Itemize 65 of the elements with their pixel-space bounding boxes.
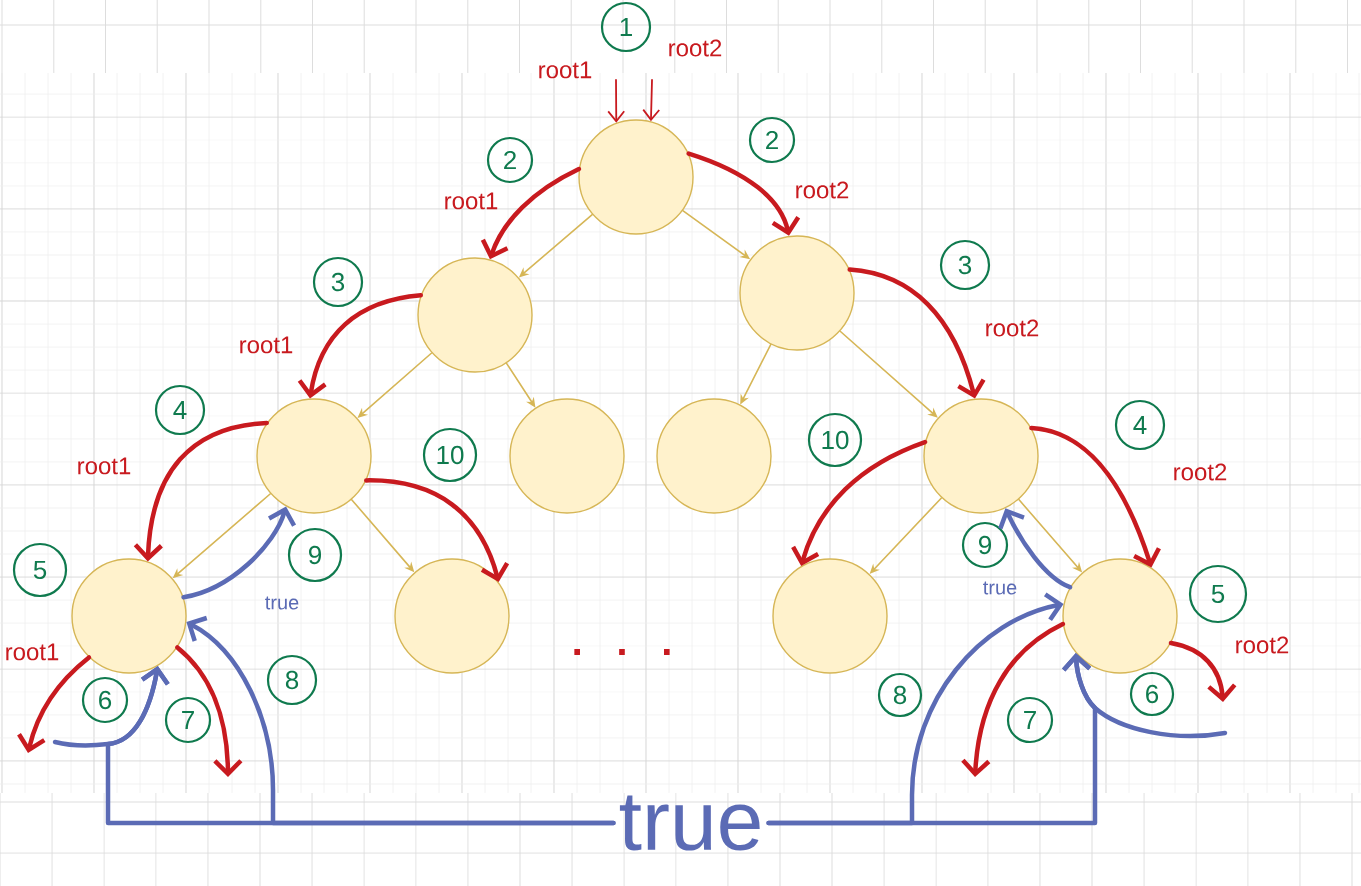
bracket-arrow [766, 592, 1064, 826]
edge-label: root2 [669, 39, 722, 57]
edge-label: root1 [240, 336, 293, 354]
edge-label: true [983, 581, 1017, 595]
step-number: 7 [164, 696, 212, 744]
curved-arrow [847, 267, 986, 399]
result-label: true [619, 795, 760, 851]
arrow [839, 330, 938, 418]
step-number: 6 [81, 676, 129, 724]
curved-arrow [1062, 653, 1228, 739]
edge-label: true [265, 596, 299, 610]
curved-arrow [364, 478, 510, 583]
step-number: 2 [486, 136, 534, 184]
step-number: 4 [1114, 399, 1166, 451]
curved-arrow [998, 508, 1073, 590]
step-number: 1 [600, 1, 652, 53]
edge-label: root1 [78, 457, 131, 475]
curved-arrow [297, 293, 424, 399]
step-number: 2 [748, 116, 796, 164]
edge-label: root1 [6, 643, 59, 661]
step-number: 8 [266, 654, 318, 706]
tree-node-circle [772, 558, 888, 674]
edge-label: root1 [445, 192, 498, 210]
arrow [607, 79, 626, 123]
step-number: 8 [877, 672, 923, 718]
edge-label: root2 [986, 319, 1039, 337]
tree-node-circle [417, 257, 533, 373]
tree-node-circle [256, 398, 372, 514]
edge-label: root2 [1174, 463, 1227, 481]
step-number: 10 [422, 427, 478, 483]
step-number: 9 [287, 527, 343, 583]
curved-arrow [686, 151, 801, 236]
edge-label: root2 [1236, 636, 1289, 654]
curved-arrow [961, 621, 1066, 777]
step-number: 6 [1129, 671, 1175, 717]
edge-label: root2 [796, 181, 849, 199]
bracket-arrow [186, 615, 616, 826]
edge-label: root1 [539, 61, 592, 79]
step-number: 5 [1188, 564, 1248, 624]
curved-arrow [52, 665, 170, 748]
tree-node-circle [923, 398, 1039, 514]
tree-node-circle [1062, 558, 1178, 674]
curved-arrow [175, 645, 243, 777]
step-number: 9 [961, 521, 1009, 569]
curved-arrow [1029, 425, 1161, 568]
step-number: 10 [807, 412, 863, 468]
step-number: 3 [312, 256, 364, 308]
arrow [642, 79, 661, 122]
curved-arrow [181, 506, 297, 600]
curved-arrow [791, 439, 928, 567]
tree-node-circle [394, 558, 510, 674]
curved-arrow [133, 420, 269, 562]
step-number: 7 [1006, 696, 1054, 744]
curved-arrow [17, 655, 92, 753]
tree-node-circle [509, 398, 625, 514]
step-number: 4 [154, 384, 206, 436]
tree-node-circle [656, 398, 772, 514]
tree-node-circle [71, 558, 187, 674]
curved-arrow [480, 166, 582, 260]
curved-arrow [1168, 640, 1237, 702]
tree-node-circle [578, 119, 694, 235]
ellipsis: . . . [574, 649, 670, 655]
tree-node-circle [739, 235, 855, 351]
step-number: 3 [939, 239, 991, 291]
step-number: 5 [12, 542, 68, 598]
